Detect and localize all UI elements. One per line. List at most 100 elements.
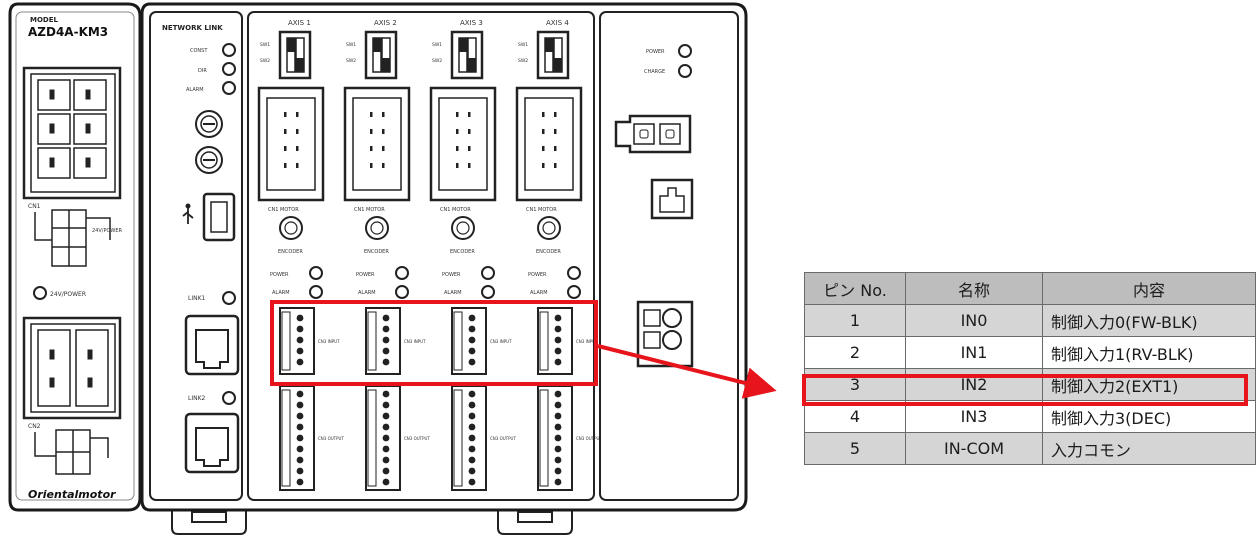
model-name: AZD4A-KM3 [28, 25, 108, 39]
input-connector-label: CN3 INPUT [490, 339, 512, 344]
connector-pin [468, 163, 471, 168]
output-latch [281, 389, 291, 487]
connector-pin [456, 112, 459, 117]
24v-power-indicator: 24V/POWER [33, 286, 86, 300]
charge-led-label: CHARGE [644, 69, 665, 75]
connector-pin [542, 112, 545, 117]
input-pin [468, 314, 476, 322]
dir-led-label: DIR [198, 68, 207, 74]
input-pin [382, 325, 390, 333]
output-pin [382, 478, 390, 486]
input-pin [554, 358, 562, 366]
alarm-led [481, 285, 495, 299]
input-pin [296, 314, 304, 322]
header-description: 内容 [1042, 272, 1256, 305]
alarm-led [222, 81, 236, 95]
output-pin [296, 401, 304, 409]
connector-pin [554, 129, 557, 134]
switch-label-sw2: SW2 [518, 58, 528, 64]
description-cell: 制御入力1(RV-BLK) [1042, 336, 1256, 369]
output-pin [554, 456, 562, 464]
alarm-led-label: ALARM [186, 87, 204, 93]
connector-pin [284, 163, 287, 168]
charge-led [678, 64, 692, 78]
description-cell: 入力コモン [1042, 432, 1256, 465]
output-pin [382, 401, 390, 409]
connector-pin [554, 146, 557, 151]
usb-port [202, 192, 236, 242]
alarm-led [567, 285, 581, 299]
output-pin [382, 390, 390, 398]
motor-connector-label: CN1 MOTOR [526, 207, 557, 213]
output-pin [296, 467, 304, 475]
axis-label: AXIS 3 [460, 19, 483, 27]
connector-pin [370, 146, 373, 151]
const-led-label: CONST [190, 48, 208, 54]
input-pin [382, 347, 390, 355]
connector-pin [370, 112, 373, 117]
output-pin [468, 401, 476, 409]
axis-label: AXIS 2 [374, 19, 397, 27]
table-header-row: ピン No. 名称 内容 [804, 272, 1256, 305]
alarm-led-label: ALARM [444, 290, 462, 296]
connector-pin [284, 112, 287, 117]
ethernet-port-2 [184, 412, 240, 474]
output-pin [468, 467, 476, 475]
dip-lever-knob [287, 38, 295, 52]
power-led-label: POWER [528, 272, 547, 278]
output-pin [554, 423, 562, 431]
power-small-terminal-upper [34, 209, 111, 267]
input-pin [554, 347, 562, 355]
motor-connector-inner [266, 97, 316, 191]
connector-pin [382, 163, 385, 168]
input-pin [554, 314, 562, 322]
dip-lever-knob [468, 58, 476, 72]
description-cell: 制御入力0(FW-BLK) [1042, 304, 1256, 337]
connector-pin [296, 163, 299, 168]
output-pin [296, 456, 304, 464]
output-pin [382, 467, 390, 475]
main-power-terminal [636, 300, 694, 368]
switch-label-sw2: SW2 [260, 58, 270, 64]
power-module: MODEL AZD4A-KM3 CN1 24 [8, 2, 142, 512]
input-latch [453, 311, 463, 371]
output-pin [382, 434, 390, 442]
ethernet-port-1 [184, 314, 240, 376]
switch-label-sw1: SW1 [260, 42, 270, 48]
input-connector-label: CN3 INPUT [318, 339, 340, 344]
dip-lever-knob [382, 58, 390, 72]
motor-connector-inner [524, 97, 574, 191]
output-latch [367, 389, 377, 487]
connector-pin [542, 146, 545, 151]
encoder-port-inner [456, 221, 470, 235]
motor-connector-label: CN1 MOTOR [268, 207, 299, 213]
const-led [222, 43, 236, 57]
connector-pin [296, 112, 299, 117]
power-led-right [678, 44, 692, 58]
power-connector-lower [22, 316, 122, 420]
alarm-led-label: ALARM [358, 290, 376, 296]
connector-pin [382, 146, 385, 151]
output-pin [468, 390, 476, 398]
input-connector-label: CN3 INPUT [404, 339, 426, 344]
connector-pin [468, 129, 471, 134]
input-connector-label: CN3 INPUT [576, 339, 598, 344]
output-connector-label: CN3 OUTPUT [490, 436, 516, 441]
input-connector-highlight [270, 300, 598, 386]
power-led [481, 266, 495, 280]
connector-pin [542, 129, 545, 134]
connector-pin [456, 129, 459, 134]
connector-pin [296, 129, 299, 134]
cn2-label: CN2 [28, 423, 41, 430]
link2-label: LINK2 [188, 395, 206, 402]
output-pin [554, 401, 562, 409]
brand-logo: Orientalmotor [28, 488, 116, 501]
link1-label: LINK1 [188, 295, 206, 302]
output-pin [554, 412, 562, 420]
input-pin [554, 325, 562, 333]
connector-pin [284, 146, 287, 151]
